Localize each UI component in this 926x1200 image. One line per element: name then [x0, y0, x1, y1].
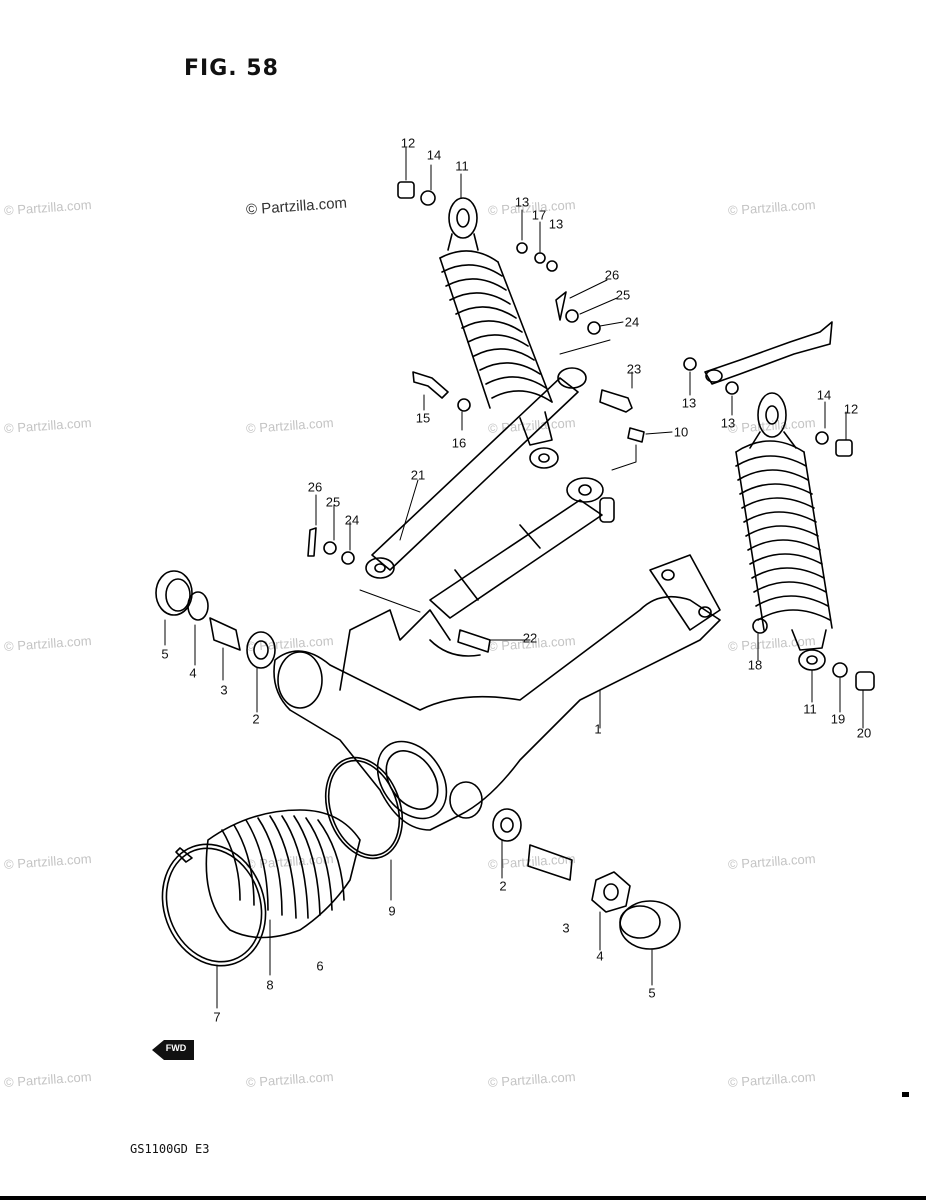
- callout: 12: [400, 135, 416, 151]
- left-shock-absorber: [439, 197, 559, 469]
- callout: 20: [856, 725, 872, 741]
- callout: 9: [388, 903, 396, 919]
- fwd-arrow-icon: [152, 1040, 194, 1060]
- model-code: GS1100GD E3: [130, 1142, 210, 1156]
- callout: 14: [426, 147, 442, 163]
- callout: 3: [220, 682, 228, 698]
- callout: 13: [548, 216, 564, 232]
- callout: 24: [624, 314, 640, 330]
- callout: 8: [266, 977, 274, 993]
- callout: 13: [681, 395, 697, 411]
- callout: 4: [189, 665, 197, 681]
- fig-title: FIG. 58: [184, 56, 279, 81]
- callout: 23: [626, 361, 642, 377]
- callout: 25: [615, 287, 631, 303]
- callout: 1: [594, 721, 602, 737]
- callout: 5: [161, 646, 169, 662]
- corner-mark: [902, 1092, 909, 1097]
- swing-arm: [273, 554, 721, 831]
- link-rod: [429, 477, 615, 619]
- fwd-label: FWD: [165, 1043, 187, 1053]
- callout: 26: [604, 267, 620, 283]
- callout: 25: [325, 494, 341, 510]
- callout: 10: [673, 424, 689, 440]
- callout: 11: [803, 701, 817, 717]
- callout: 26: [307, 479, 323, 495]
- callout: 12: [843, 401, 859, 417]
- callout: 22: [522, 630, 538, 646]
- bottom-rule: [0, 1196, 926, 1200]
- callout: 15: [415, 410, 431, 426]
- callout: 24: [344, 512, 360, 528]
- callout: 19: [830, 711, 846, 727]
- callout: 13: [720, 415, 736, 431]
- callout: 14: [816, 387, 832, 403]
- callout: 13: [514, 194, 530, 210]
- callout: 11: [455, 158, 469, 174]
- callout: 16: [451, 435, 467, 451]
- callout: 7: [213, 1009, 221, 1025]
- callout: 6: [316, 958, 324, 974]
- torque-rod: [365, 367, 587, 579]
- callout: 4: [596, 948, 604, 964]
- callout: 18: [747, 657, 763, 673]
- callout: 2: [252, 711, 260, 727]
- callout: 17: [531, 207, 547, 223]
- callout: 5: [648, 985, 656, 1001]
- right-shock-absorber: [735, 392, 833, 671]
- callout: 3: [562, 920, 570, 936]
- callout: 2: [499, 878, 507, 894]
- callout: 21: [410, 467, 426, 483]
- rubber-boot: [205, 809, 361, 939]
